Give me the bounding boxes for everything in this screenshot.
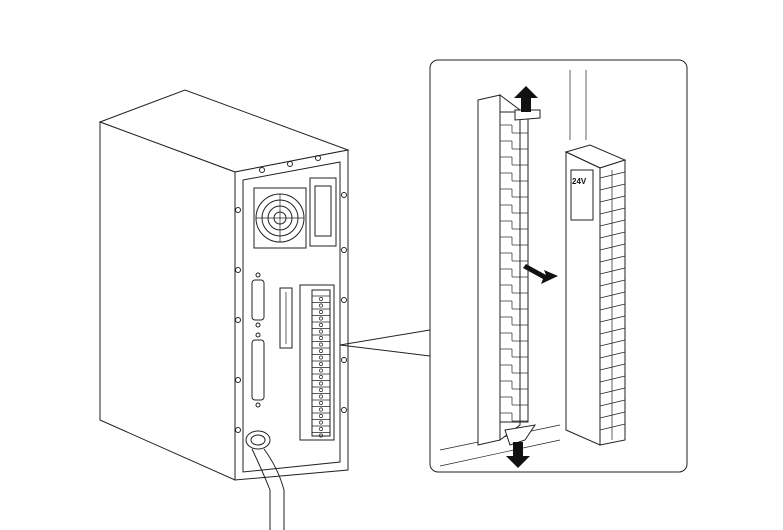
terminal-screw (319, 401, 323, 405)
terminal-row (599, 351, 626, 359)
terminal-row (599, 387, 626, 395)
terminal-row (599, 279, 626, 287)
terminal-screw (319, 316, 323, 321)
terminal-row (599, 183, 626, 191)
terminal-screw (319, 427, 323, 431)
terminal-row (599, 399, 626, 407)
terminal-screw (319, 310, 323, 314)
small-connector (279, 287, 293, 349)
terminal-screw (319, 375, 323, 379)
terminal-row (599, 231, 626, 239)
terminal-row (599, 303, 626, 311)
terminal-row (599, 243, 626, 251)
power-inlet (309, 177, 337, 247)
power-cable (245, 430, 285, 530)
terminal-block-on-unit (299, 284, 335, 441)
voltage-label: 24V (572, 177, 587, 186)
terminal-screw (319, 336, 323, 340)
callout-leader (339, 329, 431, 357)
screws (235, 155, 347, 433)
detail-panel: 24V (429, 59, 688, 473)
fan-icon (253, 187, 307, 249)
serial-port-bottom (251, 332, 265, 408)
terminal-row (599, 267, 626, 275)
terminal-row (599, 171, 626, 179)
connector-socket (477, 94, 541, 446)
terminal-row (599, 219, 626, 227)
terminal-screw (319, 433, 323, 438)
terminal-row (599, 207, 626, 215)
terminal-screw (319, 368, 323, 373)
terminal-screw (319, 297, 323, 301)
terminal-screw (319, 349, 323, 353)
back-panel-border (242, 161, 341, 473)
terminal-screw (319, 355, 323, 360)
computer-unit (98, 89, 350, 530)
arrow-down-icon (506, 442, 530, 468)
arrow-right-icon (523, 264, 558, 284)
terminal-row (599, 195, 626, 203)
terminal-row (599, 315, 626, 323)
terminal-row (599, 327, 626, 335)
terminal-screw (319, 381, 323, 386)
terminal-row (599, 423, 626, 431)
terminal-screw (319, 362, 323, 366)
terminal-screw (319, 323, 323, 327)
terminal-row (599, 363, 626, 371)
terminal-screw (319, 342, 323, 347)
terminal-screw (319, 329, 323, 334)
terminal-row (599, 291, 626, 299)
unit-side-face (99, 121, 236, 481)
terminal-screw (319, 303, 323, 308)
serial-port-top (251, 272, 265, 328)
terminal-row (599, 411, 626, 419)
arrow-up-icon (514, 86, 538, 112)
terminal-block: 24V (564, 144, 627, 446)
terminal-screw (319, 394, 323, 399)
terminal-screw (319, 414, 323, 418)
terminal-row (599, 375, 626, 383)
release-lever-top (514, 109, 541, 121)
terminal-row (599, 339, 626, 347)
terminal-row (599, 255, 626, 263)
terminal-screw (319, 407, 323, 412)
terminal-screw (319, 388, 323, 392)
terminal-screw (319, 420, 323, 425)
release-lever-bottom (504, 424, 537, 446)
